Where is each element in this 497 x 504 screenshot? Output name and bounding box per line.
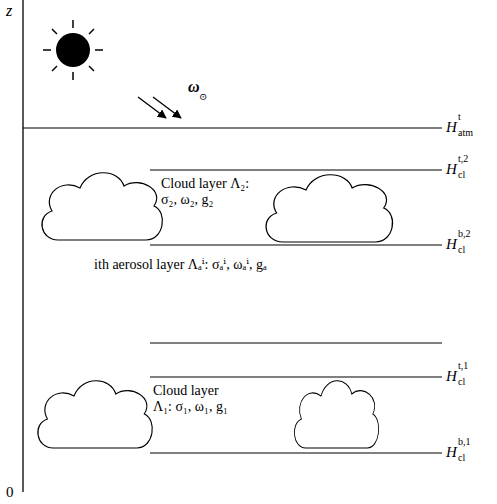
cloud-shapes: [38, 173, 393, 448]
subscript: atm: [458, 127, 473, 139]
level-symbol: H: [446, 444, 457, 461]
subscript: ⊙: [199, 91, 207, 103]
level-symbol: H: [446, 161, 457, 178]
subscript: cl: [458, 452, 465, 464]
subscript: cl: [458, 244, 465, 256]
radiation-arrows: [138, 97, 181, 118]
level-symbol: H: [446, 119, 457, 136]
layer-label: ith aerosol layer Λₐⁱ: σₐⁱ, ωₐⁱ, gₐ: [92, 257, 269, 273]
superscript: t,1: [458, 360, 468, 372]
superscript: b,1: [458, 436, 471, 448]
level-lines: [23, 128, 442, 453]
layer-label: Cloud layer Λ₂: σ₂, ω₂, g₂: [160, 176, 258, 208]
axis-name: z: [6, 2, 12, 20]
superscript: t,2: [458, 153, 468, 165]
axis-origin: 0: [6, 484, 14, 501]
superscript: b,2: [458, 228, 471, 240]
z-axis: [22, 0, 23, 492]
superscript: t: [458, 111, 461, 123]
subscript: cl: [458, 169, 465, 181]
sun-symbol: [43, 20, 103, 80]
level-symbol: H: [446, 236, 457, 253]
symbol: ω: [188, 78, 200, 96]
subscript: cl: [458, 376, 465, 388]
layer-label: Cloud layer Λ₁: σ₁, ω₁, g₁: [152, 383, 234, 415]
level-symbol: H: [446, 368, 457, 385]
